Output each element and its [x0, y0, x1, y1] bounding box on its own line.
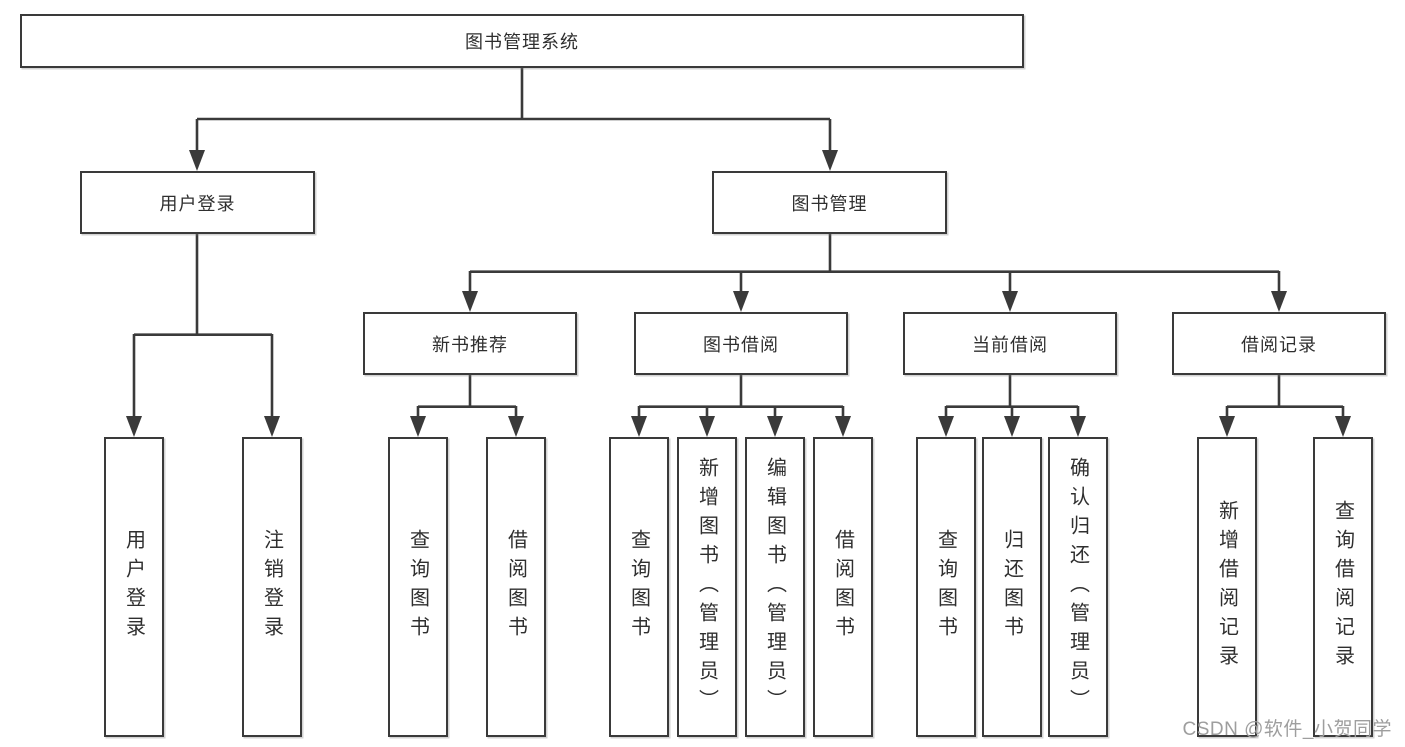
leaf-bb-add-books: 新增图书（管理员）: [677, 437, 737, 737]
leaf-bb-query-books: 查询图书: [609, 437, 669, 737]
leaf-cb-query-books: 查询图书: [916, 437, 976, 737]
node-root-label: 图书管理系统: [465, 32, 579, 52]
node-borrow-records: 借阅记录: [1172, 312, 1386, 375]
leaf-bb-add-books-label: 新增图书（管理员）: [695, 456, 718, 718]
arrowhead: [189, 150, 205, 171]
leaf-bb-query-books-label: 查询图书: [627, 529, 650, 645]
arrowhead: [1335, 416, 1351, 437]
leaf-rec-query-books: 查询图书: [388, 437, 448, 737]
node-new-book-rec: 新书推荐: [363, 312, 577, 375]
node-borrow-records-label: 借阅记录: [1241, 334, 1317, 355]
leaf-rec-borrow-books-label: 借阅图书: [504, 529, 527, 645]
leaf-cb-confirm-return-label: 确认归还（管理员）: [1066, 456, 1089, 718]
leaf-cb-return-books: 归还图书: [982, 437, 1042, 737]
leaf-br-add-record-label: 新增借阅记录: [1215, 500, 1238, 674]
leaf-user-login-label: 用户登录: [122, 529, 145, 645]
leaf-br-query-record-label: 查询借阅记录: [1331, 500, 1354, 674]
node-root: 图书管理系统: [20, 14, 1024, 68]
arrowhead: [1002, 291, 1018, 312]
connector-path: [132, 68, 1345, 417]
arrowhead: [508, 416, 524, 437]
node-new-book-rec-label: 新书推荐: [432, 334, 508, 355]
arrowhead: [1219, 416, 1235, 437]
csdn-watermark: CSDN @软件_小贺同学: [1182, 719, 1392, 740]
arrowhead: [938, 416, 954, 437]
leaf-bb-borrow-books: 借阅图书: [813, 437, 873, 737]
node-user-login-label: 用户登录: [159, 193, 236, 214]
arrowhead: [462, 291, 478, 312]
leaf-rec-query-books-label: 查询图书: [406, 529, 429, 645]
arrowhead: [835, 416, 851, 437]
leaf-br-query-record: 查询借阅记录: [1313, 437, 1373, 737]
arrowhead: [733, 291, 749, 312]
leaf-user-login: 用户登录: [104, 437, 164, 737]
node-book-borrow: 图书借阅: [634, 312, 848, 375]
node-user-login: 用户登录: [80, 171, 315, 234]
arrowhead: [699, 416, 715, 437]
arrowhead: [1271, 291, 1287, 312]
leaf-bb-borrow-books-label: 借阅图书: [831, 529, 854, 645]
node-book-borrow-label: 图书借阅: [703, 334, 779, 355]
arrowhead: [1070, 416, 1086, 437]
arrowhead: [264, 416, 280, 437]
leaf-br-add-record: 新增借阅记录: [1197, 437, 1257, 737]
arrowhead: [410, 416, 426, 437]
arrowhead: [631, 416, 647, 437]
leaf-cb-confirm-return: 确认归还（管理员）: [1048, 437, 1108, 737]
arrowhead: [1004, 416, 1020, 437]
arrowhead: [767, 416, 783, 437]
leaf-logout: 注销登录: [242, 437, 302, 737]
arrowhead: [822, 150, 838, 171]
leaf-bb-edit-books-label: 编辑图书（管理员）: [763, 456, 786, 718]
node-current-borrow: 当前借阅: [903, 312, 1117, 375]
leaf-logout-label: 注销登录: [260, 529, 283, 645]
node-current-borrow-label: 当前借阅: [972, 334, 1048, 355]
leaf-rec-borrow-books: 借阅图书: [486, 437, 546, 737]
arrowhead: [126, 416, 142, 437]
leaf-cb-return-books-label: 归还图书: [1000, 529, 1023, 645]
node-book-mgmt-label: 图书管理: [791, 193, 868, 214]
leaf-cb-query-books-label: 查询图书: [934, 529, 957, 645]
leaf-bb-edit-books: 编辑图书（管理员）: [745, 437, 805, 737]
node-book-mgmt: 图书管理: [712, 171, 947, 234]
